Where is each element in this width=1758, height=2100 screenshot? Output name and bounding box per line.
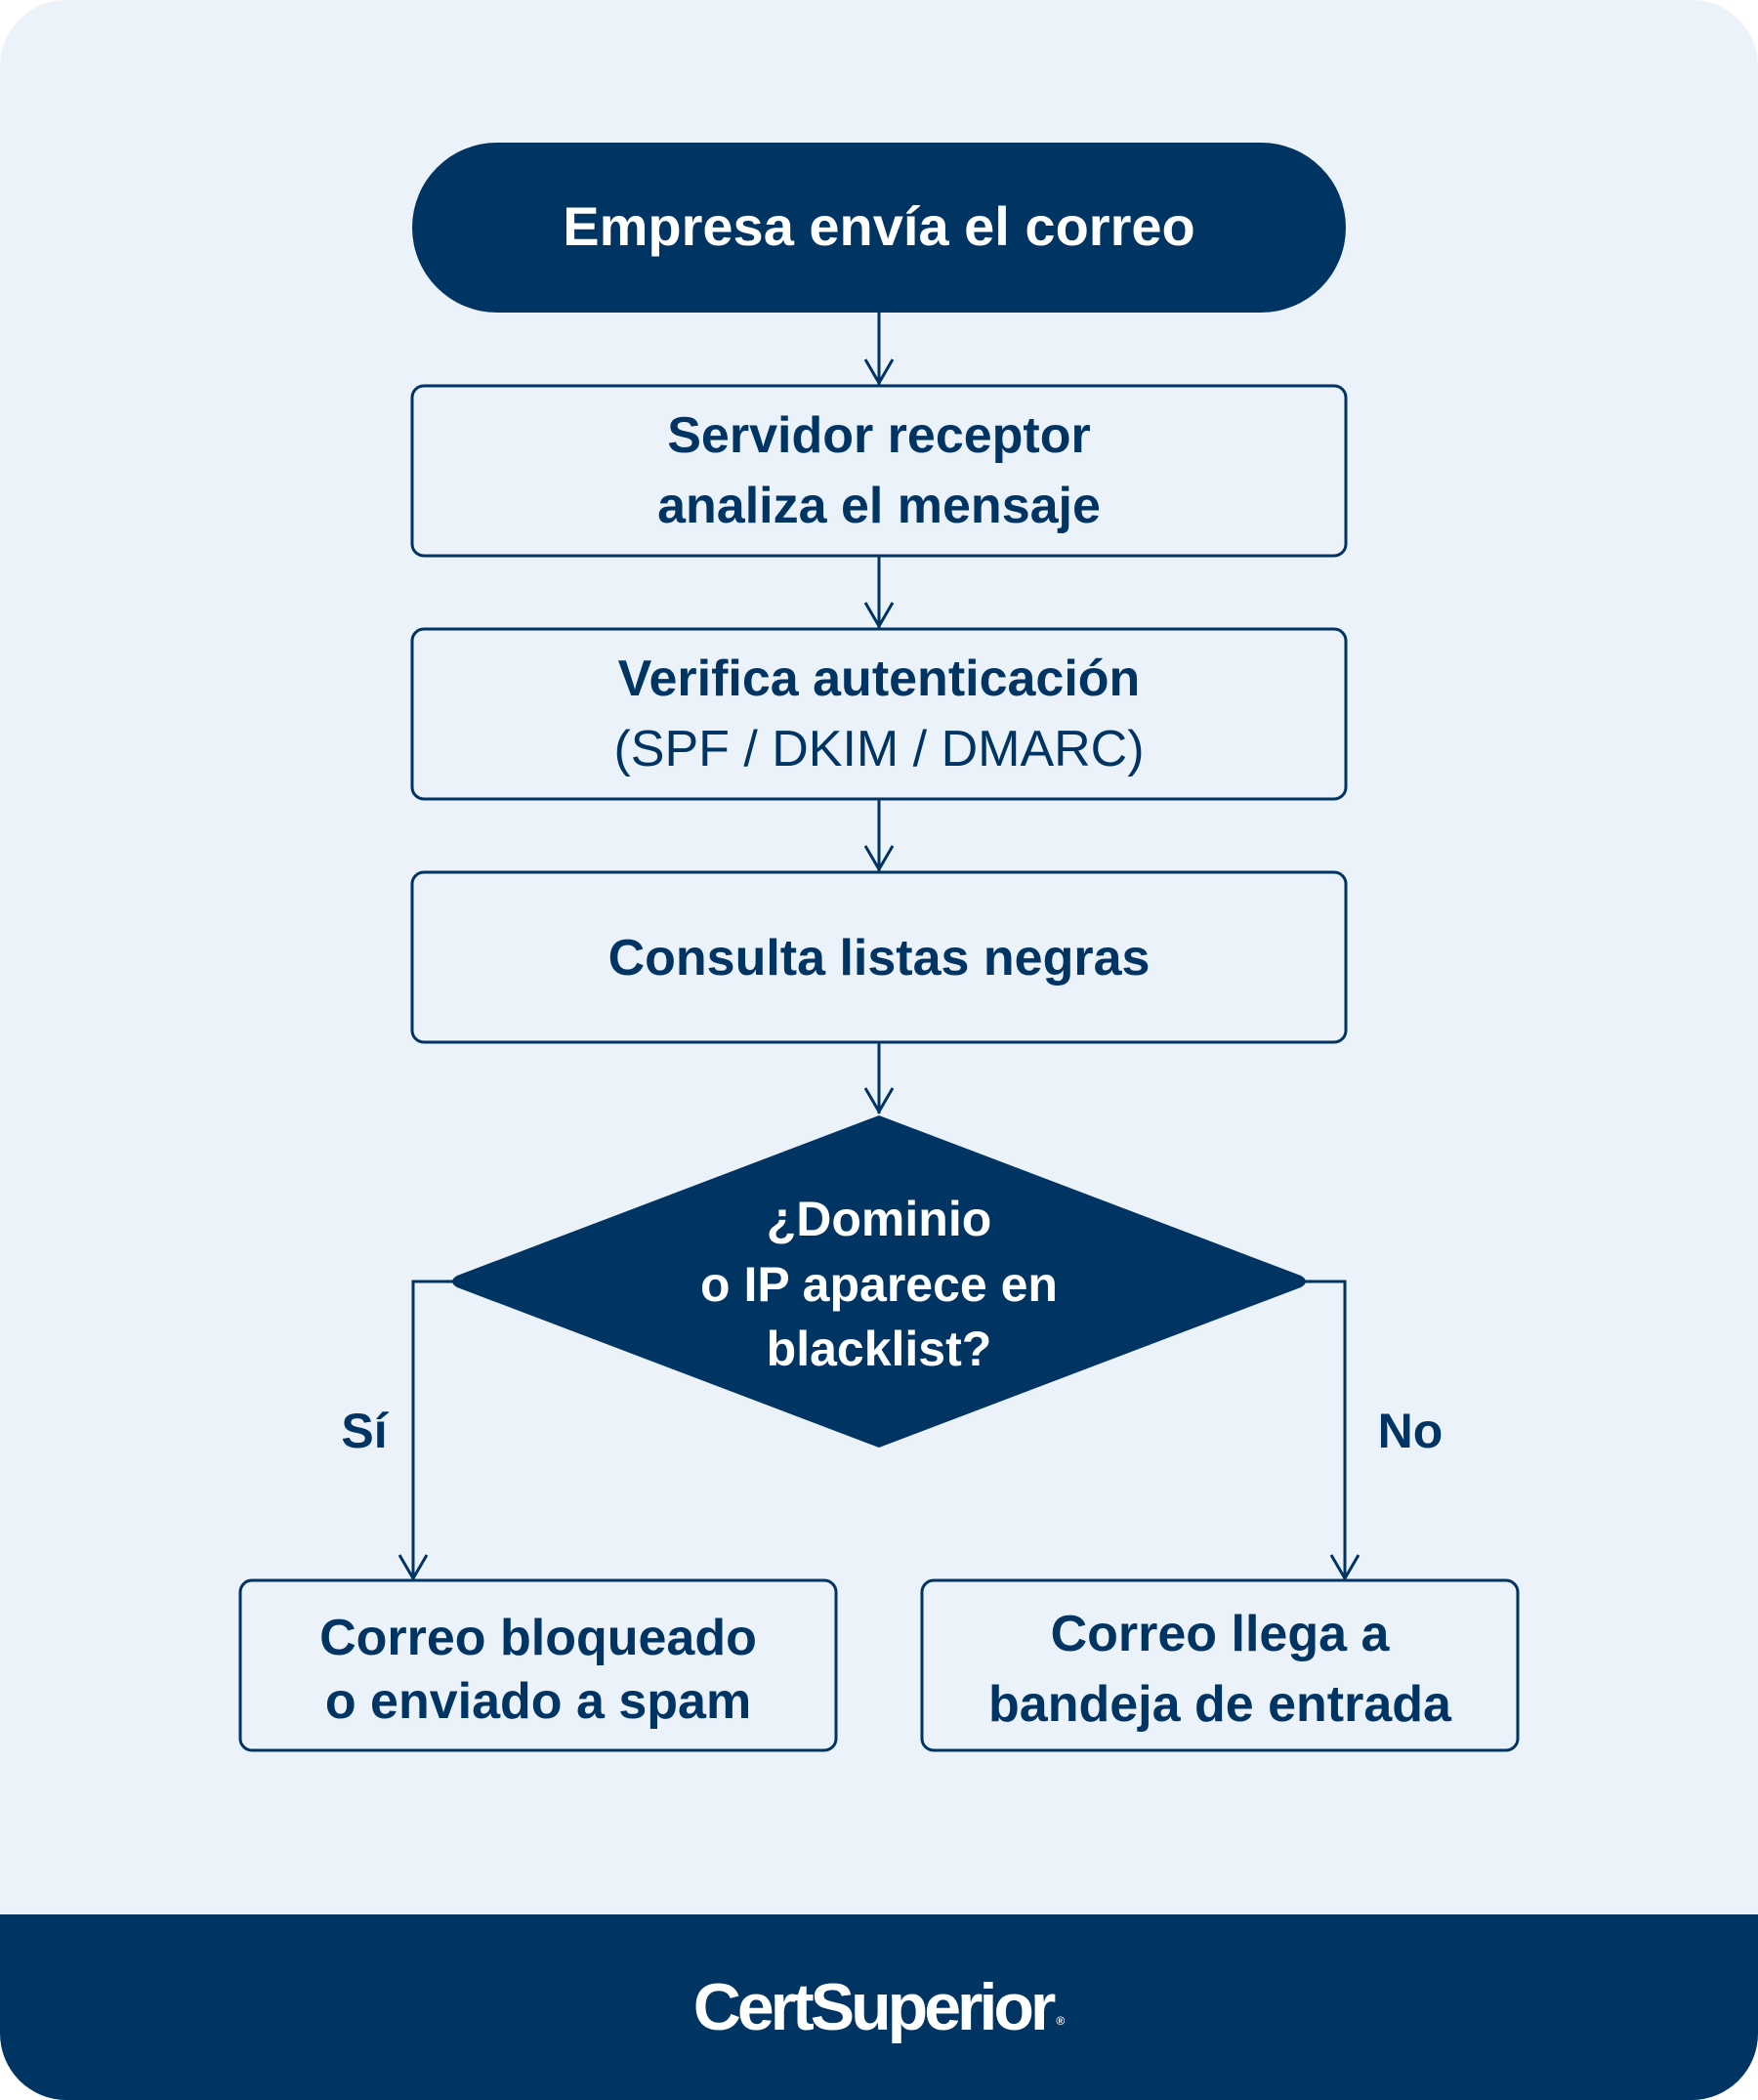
outcome-blocked-line2: o enviado a spam — [325, 1673, 751, 1730]
arrowhead-blacklist-to-decision — [863, 1087, 895, 1114]
decision-line1: ¿Dominio — [767, 1192, 992, 1246]
arrowhead-start-to-receive — [863, 358, 895, 386]
brand-name: CertSuperior — [692, 1970, 1057, 2044]
decision-node: ¿Dominio o IP aparece en blacklist? — [452, 1115, 1306, 1448]
branch-yes-label: Sí — [341, 1404, 389, 1458]
connector-yes — [411, 1280, 455, 1578]
start-node: Empresa envía el correo — [412, 143, 1346, 313]
arrowhead-no — [1329, 1554, 1360, 1581]
step-blacklist-label: Consulta listas negras — [608, 930, 1151, 987]
start-pill-shape — [412, 143, 1346, 313]
outcome-blocked-box — [238, 1578, 838, 1752]
step-blacklist-node: Consulta listas negras — [410, 870, 1348, 1044]
branch-no-label: No — [1378, 1404, 1444, 1458]
outcome-inbox-line2: bandeja de entrada — [988, 1676, 1452, 1733]
outcome-inbox-node: Correo llega a bandeja de entrada — [920, 1578, 1520, 1752]
arrowhead-yes — [398, 1554, 429, 1581]
start-label: Empresa envía el correo — [563, 195, 1194, 257]
footer-bar — [0, 1914, 1758, 2100]
outcome-inbox-line1: Correo llega a — [1051, 1606, 1391, 1662]
arrowhead-auth-to-blacklist — [863, 845, 895, 872]
decision-line3: blacklist? — [767, 1322, 992, 1376]
outcome-blocked-line1: Correo bloqueado — [319, 1610, 757, 1666]
decision-line2: o IP aparece en — [700, 1257, 1058, 1312]
arrowhead-receive-to-auth — [863, 602, 895, 629]
decision-diamond-shape — [452, 1115, 1306, 1448]
step-receive-line2: analiza el mensaje — [657, 478, 1101, 534]
connector-no — [1303, 1280, 1347, 1578]
step-auth-line2: (SPF / DKIM / DMARC) — [613, 721, 1144, 777]
registered-mark: ® — [1056, 2014, 1066, 2028]
step-auth-node: Verifica autenticación (SPF / DKIM / DMA… — [410, 627, 1348, 801]
step-receive-node: Servidor receptor analiza el mensaje — [410, 384, 1348, 558]
outcome-inbox-box — [920, 1578, 1520, 1752]
brand-logo: CertSuperior® — [0, 1914, 1758, 2100]
outcome-blocked-node: Correo bloqueado o enviado a spam — [238, 1578, 838, 1752]
step-receive-line1: Servidor receptor — [667, 407, 1091, 464]
step-auth-line1: Verifica autenticación — [618, 651, 1141, 707]
